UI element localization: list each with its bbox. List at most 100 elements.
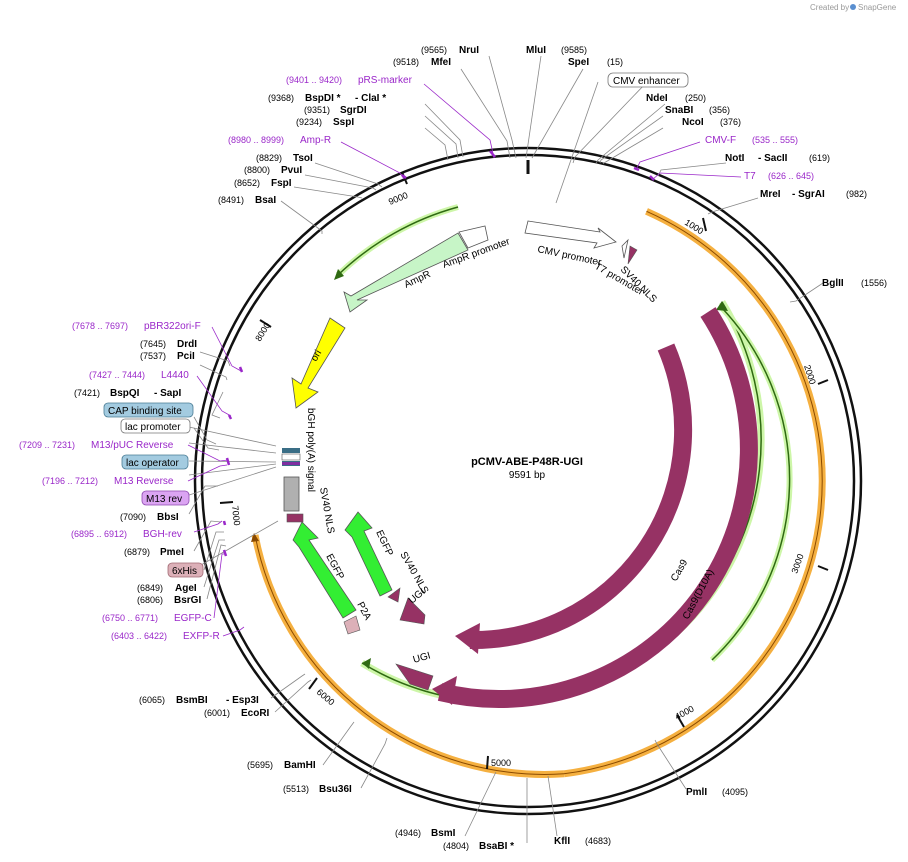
tick-3000: 3000: [789, 552, 805, 574]
green-band-top: [335, 204, 459, 278]
boxed-cmv-enhancer-text: CMV enhancer: [613, 76, 680, 87]
boxed-6xhis-text: 6xHis: [172, 566, 197, 577]
enzyme-pcii-pos: (7537): [140, 351, 166, 361]
orange-band-left-core: [254, 534, 565, 775]
enzyme-pvui-pos: (8800): [244, 165, 270, 175]
enzyme-sgrai: - SgrAI: [792, 189, 825, 200]
cas9-arc-outer: [437, 307, 758, 708]
green-band-outer-core: [361, 301, 762, 703]
enzyme-drdi-pos: (7645): [140, 339, 166, 349]
tick-8000-mark: [259, 319, 272, 328]
enzyme-spei: SpeI: [568, 57, 589, 68]
enzyme-bamhi: BamHI: [284, 760, 316, 771]
cmv-promoter-arrow: [524, 220, 617, 249]
enzyme-ncoi-pos: (376): [720, 117, 741, 127]
tick-4000: 4000: [673, 704, 695, 722]
enzyme-drdi: DrdI: [177, 339, 197, 350]
enzyme-snabi: SnaBI: [665, 105, 694, 116]
enzyme-fspi: FspI: [271, 178, 292, 189]
primer-m13rev-pos: (7196 .. 7212): [42, 476, 98, 486]
enzyme-sacii: - SacII: [758, 153, 788, 164]
primer-l4440: L4440: [161, 370, 189, 381]
feature-sv40-nls-low-label: SV40 NLS: [397, 550, 430, 596]
enzyme-ecori: EcoRI: [241, 708, 270, 719]
enzyme-bsabi: BsaBI *: [479, 841, 514, 852]
primer-egfpc-pos: (6750 .. 6771): [102, 613, 158, 623]
enzyme-bbsi-pos: (7090): [120, 512, 146, 522]
primer-pbr: pBR322ori-F: [144, 321, 201, 332]
cas9-arc-inner-arrowhead: [455, 623, 480, 654]
enzyme-pmei: PmeI: [160, 547, 184, 558]
primer-t7-pos: (626 .. 645): [768, 171, 814, 181]
enzyme-ndei-pos: (250): [685, 93, 706, 103]
green-band-outer: [360, 300, 765, 706]
sv40-nls-low-arrow: [387, 587, 401, 603]
enzyme-sapi: - SapI: [154, 388, 181, 399]
primer-ampr: Amp-R: [300, 135, 331, 146]
feature-egfp1-label: EGFP: [373, 529, 395, 559]
enzyme-sgrdi-pos: (9351): [304, 105, 330, 115]
primer-ampr-pos: (8980 .. 8999): [228, 135, 284, 145]
tick-2000-mark: [817, 379, 829, 385]
tick-9000: 9000: [387, 190, 409, 207]
primer-exfp: EXFP-R: [183, 631, 220, 642]
boxed-lac-promoter-text: lac promoter: [125, 422, 181, 433]
egfp-lower-arrow: [292, 521, 357, 619]
bgh-polya-box: [283, 476, 300, 512]
backbone-outer-ring: [193, 146, 863, 816]
t7-promoter-arrow: [621, 238, 629, 259]
ampr-arrow: [343, 232, 469, 313]
boxed-cap: [103, 402, 194, 418]
backbone-inner-ring: [200, 153, 856, 809]
tick-5000: 5000: [491, 758, 511, 768]
green-band-inner-core: [711, 307, 791, 661]
boxed-6xhis: [167, 562, 204, 578]
enzyme-bglii: BglII: [822, 278, 844, 289]
enzyme-bsmi: BsmI: [431, 828, 456, 839]
ugi-upper-arrow: [399, 597, 426, 625]
enzyme-pvui: PvuI: [281, 165, 302, 176]
primer-m13rev: M13 Reverse: [114, 476, 174, 487]
enzyme-spei-pos: (15): [607, 57, 623, 67]
green-band-top-core: [337, 206, 459, 276]
primer-t7: T7: [744, 171, 756, 182]
enzyme-mfei: MfeI: [431, 57, 451, 68]
enzyme-bbsi: BbsI: [157, 512, 179, 523]
feature-cmv-promoter-label: CMV promoter: [536, 244, 603, 268]
enzyme-mlui: MluI: [526, 45, 546, 56]
green-band-inner-arrowhead: [716, 301, 728, 311]
feature-ori-label: ori: [309, 348, 324, 363]
enzyme-sgrdi: SgrDI: [340, 105, 367, 116]
enzyme-bsai-pos: (8491): [218, 195, 244, 205]
feature-bgh-label: bGH poly(A) signal: [305, 408, 316, 492]
primer-egfpc: EGFP-C: [174, 613, 212, 624]
enzyme-bspdi: BspDI *: [305, 93, 341, 104]
green-band-outer-arrowhead: [362, 658, 371, 669]
egfp-upper-arrow: [344, 511, 393, 597]
feature-ugi2-label: UGI: [412, 650, 432, 665]
enzyme-clai: - ClaI *: [355, 93, 386, 104]
brand-text: SnapGene: [858, 3, 897, 12]
enzyme-nrui-pos: (9565): [421, 45, 447, 55]
enzyme-bsabi-pos: (4804): [443, 841, 469, 851]
enzyme-mrei-pos: (982): [846, 189, 867, 199]
cap-site-mark: [282, 448, 300, 453]
tick-6000-mark: [308, 677, 318, 690]
feature-sv40-nls-mid-label: SV40 NLS: [317, 487, 336, 535]
enzyme-sspi: SspI: [333, 117, 354, 128]
tick-4000-mark: [676, 714, 685, 728]
tick-7000: 7000: [230, 505, 242, 526]
feature-cas9-label: Cas9: [669, 557, 690, 583]
primer-prs: pRS-marker: [358, 75, 413, 86]
primer-prs-pos: (9401 .. 9420): [286, 75, 342, 85]
boxed-cap-text: CAP binding site: [108, 406, 182, 417]
enzyme-pmei-pos: (6879): [124, 547, 150, 557]
tick-1000-mark: [702, 217, 707, 232]
enzyme-bamhi-pos: (5695): [247, 760, 273, 770]
orange-band-right-core: [563, 210, 823, 775]
primer-cmvf: CMV-F: [705, 135, 736, 146]
tick-8000: 8000: [253, 321, 272, 343]
plasmid-length: 9591 bp: [509, 470, 546, 481]
boxed-lac-operator: [121, 454, 189, 470]
enzyme-sspi-pos: (9234): [296, 117, 322, 127]
